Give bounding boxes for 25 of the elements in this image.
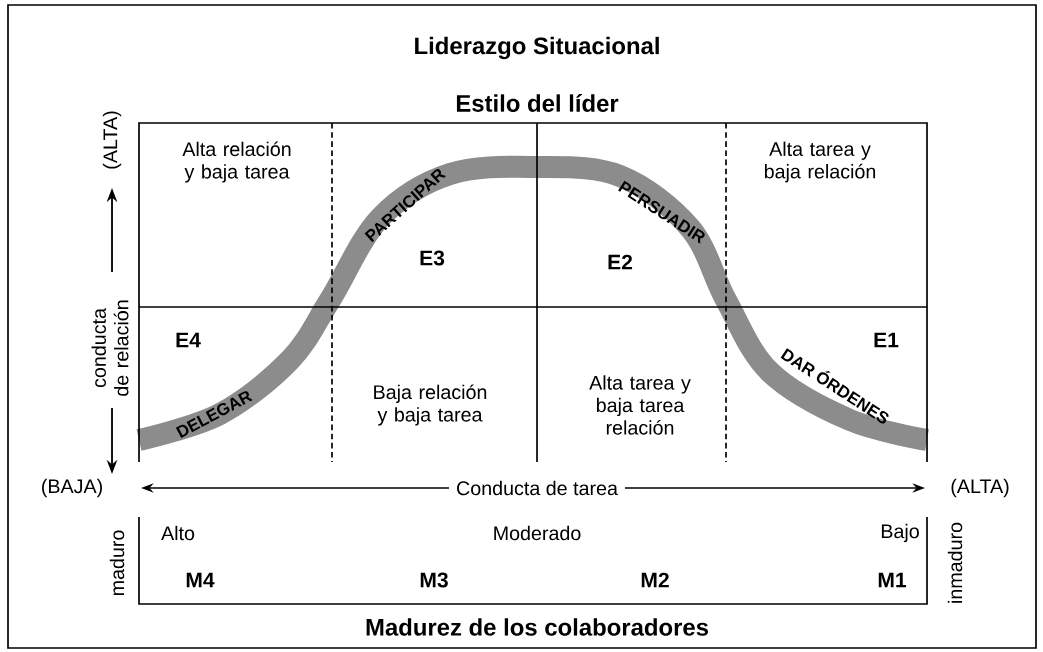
- style-code: E2: [608, 254, 633, 270]
- quadrant-description: Baja relación y baja tarea: [374, 384, 487, 426]
- style-code: E1: [874, 332, 899, 348]
- scale-label: Alto: [161, 525, 195, 541]
- maturity-code: M1: [878, 572, 907, 588]
- maturity-code: M4: [186, 572, 215, 588]
- axis-title: Madurez de los colaboradores: [366, 618, 708, 636]
- maturity-code: M3: [420, 572, 448, 588]
- quadrant-description: Alta tarea y baja tarea relación: [589, 375, 691, 435]
- axis-label: (BAJA): [42, 478, 102, 498]
- style-code: E4: [176, 332, 201, 348]
- scale-label: Bajo: [881, 523, 919, 543]
- style-code: E3: [420, 250, 445, 266]
- scale-label: Moderado: [494, 525, 581, 541]
- axis-label: (ALTA): [102, 111, 122, 169]
- axis-label: conducta de relación: [91, 300, 129, 396]
- axis-label: maduro: [109, 530, 125, 596]
- quadrant-description: Alta relación y baja tarea: [182, 141, 291, 183]
- maturity-code: M2: [641, 572, 669, 588]
- quadrant-description: Alta tarea y baja relación: [764, 141, 876, 183]
- axis-label: (ALTA): [951, 478, 1009, 498]
- axis-label: Conducta de tarea: [449, 477, 625, 499]
- axis-title: Estilo del líder: [456, 94, 619, 112]
- axis-label: inmaduro: [947, 522, 963, 603]
- title: Liderazgo Situacional: [415, 36, 659, 60]
